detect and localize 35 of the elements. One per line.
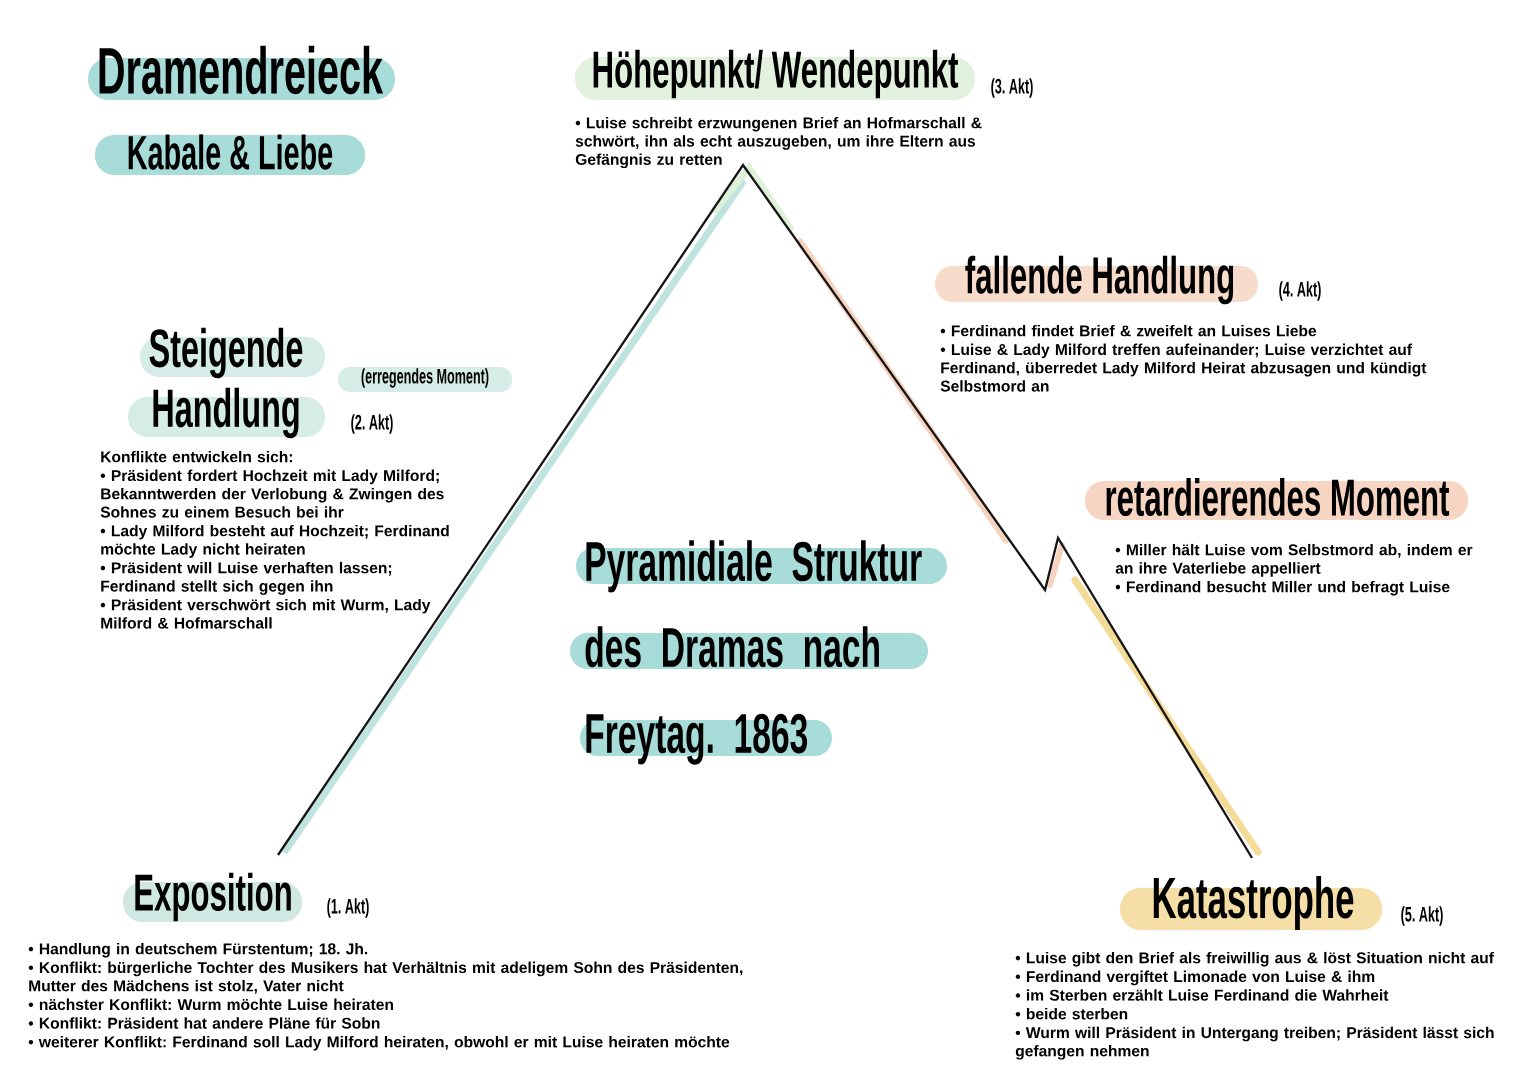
note-text: • nächster Konflikt: Wurm möchte Luise heiraten [28,998,393,1011]
note-text: • Präsident will Luise verhaften lassen; Ferdinand stellt sich gegen ihn [100,561,392,595]
highlighted-heading: fallende Handlung [935,255,1258,305]
act-label: (4. Akt) [1279,281,1321,301]
note-text: • Ferdinand findet Brief & zweifelt an Luises Liebe [940,324,1317,337]
note-text: • beide sterben [1015,1008,1128,1020]
highlighted-heading: retardierendes Moment [1085,477,1468,520]
act-label: (3. Akt) [991,78,1033,98]
note-text: • Miller hält Luise vom Selbstmord ab, indem er an ihre Vaterliebe appelliert [1115,543,1473,577]
note-text: • Lady Milford besteht auf Hochzeit; Ferdinand möchte Lady nicht heiraten [100,524,449,558]
note-text: Konflikte entwickeln sich: [101,450,292,463]
note-text: • Luise & Lady Milford treffen aufeinander; Luise verzichtet auf Ferdinand, überredet Lady Milford Heirat abzusagen und kündigt Selbstmord an [940,343,1427,392]
highlighted-heading: Höhepunkt/ Wendepunkt [575,49,975,100]
highlighted-note: (erregendes Moment) [338,367,512,392]
act-label: (2. Akt) [351,414,393,434]
note-text: • Handlung in deutschem Fürstentum; 18. Jh. [28,942,368,958]
act-label: (1. Akt) [327,898,369,918]
note-text: • Konflikt: bürgerliche Tochter des Musikers hat Verhältnis mit adeligem Sohn des Präsidenten, Mutter des Mädchens ist stolz, Vater nicht [28,961,743,994]
note-text: • Ferdinand vergiftet Limonade von Luise & ihm [1015,970,1375,986]
note-text: • Luise gibt den Brief als freiwillig aus & löst Situation nicht auf [1015,951,1494,967]
subtitle: Kabale & Liebe [95,134,365,175]
note-text: • Präsident fordert Hochzeit mit Lady Milford; Bekanntwerden der Verlobung & Zwingen des Sohnes zu einem Besuch bei ihr [100,469,444,518]
highlighted-heading: Katastrophe [1120,876,1382,931]
highlighted-heading: Exposition [123,872,302,922]
center-heading: Pyramidiale Struktur des Dramas nach Freytag. 1863 [570,540,947,765]
note-text: • im Sterben erzählt Luise Ferdinand die Wahrheit [1015,989,1389,1001]
note-text: • Präsident verschwört sich mit Wurm, Lady Milford & Hofmarschall [100,598,431,629]
title: Dramendreieck [88,45,395,100]
note-text: • Ferdinand besucht Miller und befragt Luise [1115,580,1450,596]
note-text: • Luise schreibt erzwungenen Brief an Hofmarschall & schwört, ihn als echt auszugeben, um ihre Eltern aus Gefängnis zu retten [575,116,982,169]
highlighted-heading: Steigende Handlung [128,327,325,439]
note-text: • Konflikt: Präsident hat andere Pläne für Sobn [28,1017,380,1029]
note-text: • weiterer Konflikt: Ferdinand soll Lady Milford heiraten, obwohl er mit Luise heiraten möchte [28,1036,730,1051]
note-text: • Wurm will Präsident in Untergang treiben; Präsident lässt sich gefangen nehmen [1015,1026,1494,1060]
act-label: (5. Akt) [1401,906,1443,926]
